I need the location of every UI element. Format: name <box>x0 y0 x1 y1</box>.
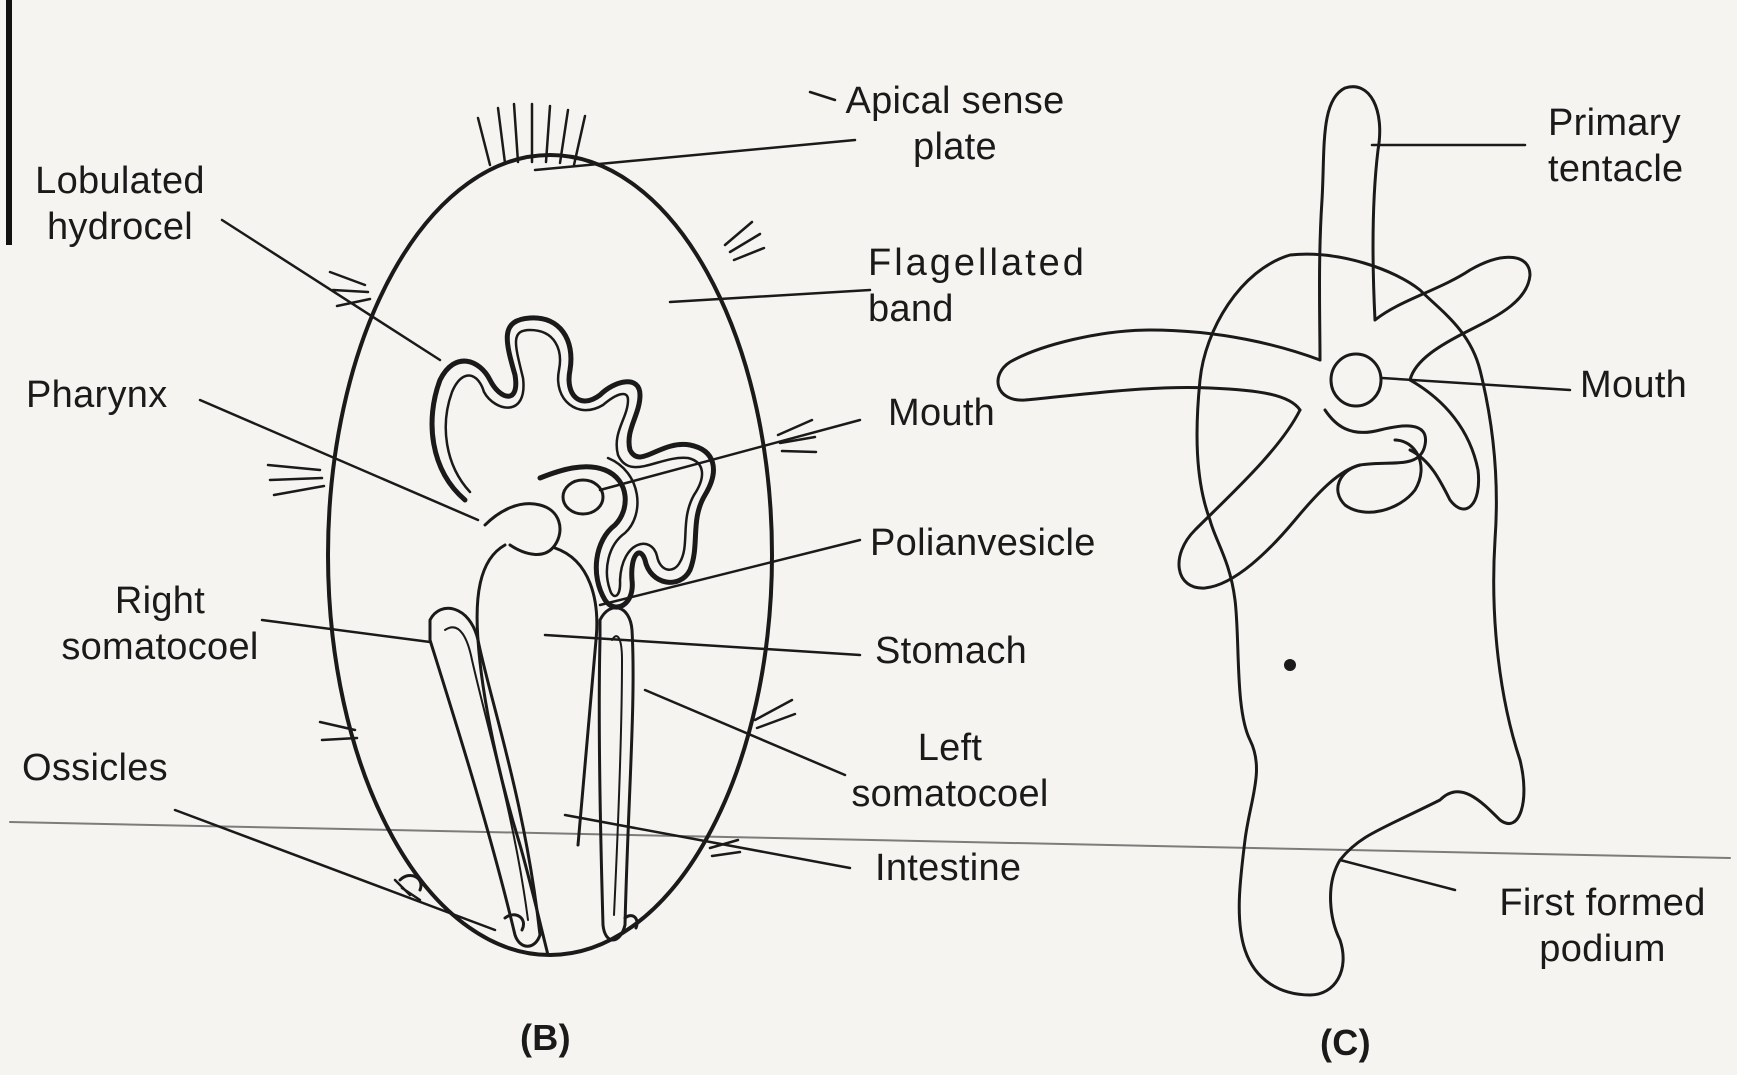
label-right-somatocoel: Right somatocoel <box>55 578 265 670</box>
label-ossicles: Ossicles <box>22 745 168 791</box>
label-right-somatocoel-line1: Right <box>55 578 265 624</box>
label-left-somatocoel-line1: Left <box>845 725 1055 771</box>
label-intestine: Intestine <box>875 845 1021 891</box>
flagellated-tufts <box>268 222 816 900</box>
tentacle-primary <box>1320 87 1531 380</box>
page-crease-line <box>10 822 1730 858</box>
label-primary-tentacle: Primary tentacle <box>1548 100 1684 192</box>
label-flagellated-band-line1: Flagellated <box>868 240 1087 286</box>
label-right-somatocoel-line2: somatocoel <box>55 624 265 670</box>
juvenile-body-outline <box>1197 254 1524 995</box>
lobulated-hydrocel <box>432 318 713 607</box>
label-flagellated-band: Flagellated band <box>868 240 1087 332</box>
label-polianvesicle: Polianvesicle <box>870 520 1096 566</box>
tentacle-lower-right <box>1410 380 1479 509</box>
label-first-formed-podium-line1: First formed <box>1480 880 1725 926</box>
mouth-c <box>1331 354 1381 406</box>
label-mouth-b: Mouth <box>888 390 995 436</box>
label-left-somatocoel: Left somatocoel <box>845 725 1055 817</box>
panel-label-b: (B) <box>520 1015 571 1061</box>
label-apical-sense-plate-line1: Apical sense <box>840 78 1070 124</box>
pharynx <box>485 504 560 555</box>
label-first-formed-podium: First formed podium <box>1480 880 1725 972</box>
label-left-somatocoel-line2: somatocoel <box>845 771 1055 817</box>
tentacle-curl <box>1338 440 1421 512</box>
panel-label-c: (C) <box>1320 1020 1371 1066</box>
larva-body-outline <box>328 155 772 955</box>
label-apical-sense-plate: Apical sense plate <box>840 78 1070 170</box>
label-lobulated-hydrocel-line2: hydrocel <box>20 204 220 250</box>
mouth-b <box>563 480 603 514</box>
tentacle-left <box>998 330 1320 410</box>
label-flagellated-band-line2: band <box>868 286 1087 332</box>
label-lobulated-hydrocel-line1: Lobulated <box>20 158 220 204</box>
label-primary-tentacle-line1: Primary <box>1548 100 1684 146</box>
ink-blot <box>1284 659 1296 671</box>
stomach <box>477 545 548 955</box>
label-primary-tentacle-line2: tentacle <box>1548 146 1684 192</box>
label-stomach: Stomach <box>875 628 1027 674</box>
label-mouth-c: Mouth <box>1580 362 1687 408</box>
label-lobulated-hydrocel: Lobulated hydrocel <box>20 158 220 250</box>
label-first-formed-podium-line2: podium <box>1480 926 1725 972</box>
right-somatocoel <box>430 608 540 946</box>
label-apical-sense-plate-line2: plate <box>840 124 1070 170</box>
label-pharynx: Pharynx <box>26 372 168 418</box>
tentacle-lower-left <box>1179 410 1426 588</box>
leaders-b <box>175 92 870 930</box>
